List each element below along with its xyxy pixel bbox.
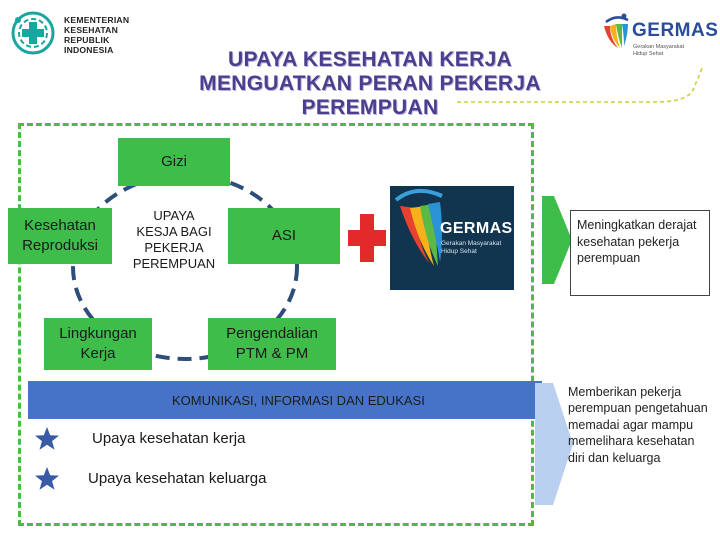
germas-brand-subtitle: Gerakan Masyarakat Hidup Sehat	[633, 44, 684, 57]
center-line: UPAYA	[153, 208, 195, 223]
star-icon	[35, 427, 59, 450]
arrow-right-icon	[535, 383, 573, 505]
node-line: PTM & PM	[235, 345, 309, 362]
germas-sub-line: Hidup Sehat	[633, 50, 664, 57]
cycle-dashed-ring	[71, 173, 299, 361]
result-bottom-text: Memberikan pekerja perempuan pengetahuan…	[568, 385, 708, 465]
germas-image-sub-line: Hidup Sehat	[441, 247, 477, 255]
decorative-dashed-line	[457, 65, 704, 103]
germas-campaign-image	[390, 186, 514, 290]
kemenkes-logo-icon	[11, 11, 55, 55]
node-pengendalian-ptm: Pengendalian PTM & PM	[208, 318, 336, 370]
germas-image-subtitle: Gerakan Masyarakat Hidup Sehat	[441, 240, 501, 255]
ministry-name: KEMENTERIAN KESEHATAN REPUBLIK INDONESIA	[64, 15, 129, 55]
center-line: KESJA BAGI	[136, 224, 212, 239]
arrow-right-icon	[542, 196, 572, 284]
node-lingkungan-kerja: Lingkungan Kerja	[44, 318, 152, 370]
center-line: PEKERJA	[144, 240, 204, 255]
node-line: Kesehatan	[24, 217, 96, 234]
germas-sub-line: Gerakan Masyarakat	[633, 44, 685, 50]
page-title: UPAYA KESEHATAN KERJA MENGUATKAN PERAN P…	[130, 48, 610, 120]
title-line: PEREMPUAN	[301, 96, 439, 119]
germas-image-graphic	[390, 186, 514, 290]
germas-image-sub-line: Gerakan Masyarakat	[441, 240, 502, 247]
cycle-center-label: UPAYA KESJA BAGI PEKERJA PEREMPUAN	[118, 208, 230, 272]
node-line: Kerja	[80, 345, 116, 362]
result-top-box: Meningkatkan derajat kesehatan pekerja p…	[570, 210, 710, 296]
bullet-item: Upaya kesehatan kerja	[92, 430, 246, 447]
ministry-line: INDONESIA	[64, 45, 114, 55]
node-line: Pengendalian	[226, 325, 318, 342]
ministry-line: KEMENTERIAN	[64, 15, 130, 25]
node-line: Reproduksi	[22, 237, 98, 254]
center-line: PEREMPUAN	[132, 256, 216, 271]
ministry-line: REPUBLIK	[64, 35, 110, 45]
germas-image-word: GERMAS	[440, 220, 513, 237]
node-line: Lingkungan	[59, 325, 137, 342]
node-asi: ASI	[228, 208, 340, 264]
title-line: UPAYA KESEHATAN KERJA	[227, 48, 513, 71]
node-kesehatan-reproduksi: Kesehatan Reproduksi	[8, 208, 112, 264]
content-frame	[18, 123, 534, 526]
red-cross-icon	[348, 214, 386, 262]
star-icon	[35, 467, 59, 490]
kie-banner: KOMUNIKASI, INFORMASI DAN EDUKASI	[28, 381, 542, 419]
title-line: MENGUATKAN PERAN PEKERJA	[199, 72, 541, 95]
node-gizi: Gizi	[118, 138, 230, 186]
ministry-line: KESEHATAN	[64, 25, 118, 35]
germas-logo-icon	[604, 13, 629, 48]
germas-brand-word: GERMAS	[632, 20, 719, 41]
bullet-item: Upaya kesehatan keluarga	[88, 470, 267, 487]
